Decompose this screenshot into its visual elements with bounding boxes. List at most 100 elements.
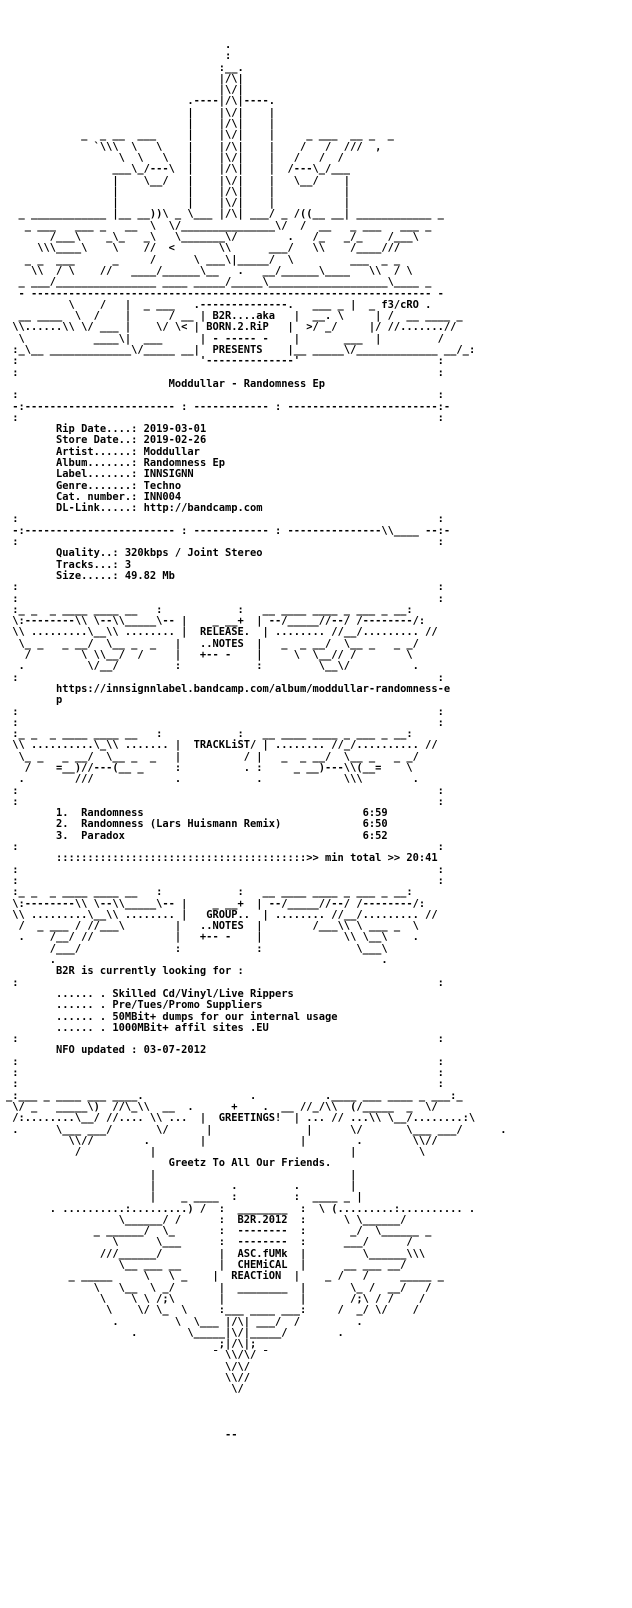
group-item: ...... . 1000MBit+ affil sites .EU (6, 1021, 269, 1034)
quality-value: 49.82 Mb (124, 569, 175, 582)
header-tag-2: BORN.2.RiP (206, 321, 269, 334)
ascii-art-line: . . (6, 954, 388, 967)
track-title: Randomness (81, 807, 144, 820)
ascii-art-line: :_\__ _____________\/_____ __| PRESENTS … (6, 344, 476, 357)
ascii-art-line: . /__/ // | +-- - | \\ \__\ . (6, 931, 419, 944)
ascii-art-line: _ _ ___ _ / \ ___\|_____/ \ ___ _ _ (6, 253, 401, 266)
section-release-2: ..NOTES (199, 637, 244, 650)
ascii-art-line: \ \ \ | |\/| | / / / (6, 151, 344, 164)
ascii-art-line: \__ ___ __ | CHEMiCAL | __ ___ __/ (6, 1259, 407, 1272)
ascii-art-line: | _ ____ : : ____ _ | (6, 1191, 363, 1204)
footer-credit-1: ASC.fUMk (237, 1247, 288, 1260)
release-title-line: Moddullar - Randomness Ep (6, 378, 626, 390)
ascii-art-line: : : (6, 784, 444, 797)
total-value: 20:41 (406, 852, 438, 865)
ascii-art-line: : '--------------' : (6, 355, 444, 368)
ascii-art-line: . /// . . \\\ . (6, 773, 419, 786)
greetz-line: Greetz To All Our Friends. (6, 1158, 626, 1169)
footer-end-line: -- (6, 1428, 626, 1441)
section-group-1: GROUP.. (206, 908, 250, 921)
ascii-art-line: -:------------------------ : -----------… (6, 400, 451, 413)
section-greetings: GREETINGS! (218, 1112, 282, 1125)
group-item-text: 50MBit+ dumps for our internal usage (112, 1010, 338, 1023)
ascii-art-line: : : (6, 366, 444, 379)
ascii-art-line: : : (6, 705, 444, 718)
ascii-art-line: \_ _ _ __/ \__ _ _ | ..NOTES | _ _ __/ \… (6, 637, 419, 650)
info-value: Techno (143, 479, 182, 492)
info-value: 2019-02-26 (143, 434, 207, 447)
ascii-art-line: | |\/| | (6, 106, 275, 119)
section-tracklist: TRACKLiST (193, 739, 250, 752)
track-title: Paradox (81, 829, 125, 842)
ascii-art-line: _ ____________ |__ __))\ _ \___ |/\| ___… (6, 208, 444, 221)
ascii-art-line: \ / | _ ___ .--------------. ___ _ | _ f… (6, 298, 432, 311)
info-label: Album.......: (56, 456, 138, 469)
ascii-art-line: _ ___ ___ _ __ \ \/_______________\/ / _… (6, 219, 432, 232)
info-row: Artist......: Moddullar (6, 445, 626, 458)
url-line: p (6, 695, 626, 706)
ascii-art-line: : : (6, 536, 444, 549)
ascii-art-line: ¯ \\/\/ ¯ (6, 1349, 269, 1362)
ascii-art-line: : : (6, 411, 444, 424)
ascii-art-line: \\\____\ \ // < \\ ___/ \\ /____/// (6, 242, 401, 255)
info-value: Randomness Ep (143, 456, 225, 469)
track-time: 6:59 (362, 807, 388, 820)
track-time: 6:50 (362, 818, 388, 831)
ascii-art-line: \\// . | | . \\// (6, 1134, 438, 1147)
info-label: Artist......: (56, 445, 138, 458)
info-value: http://bandcamp.com (143, 502, 263, 515)
ascii-art-line: : : (6, 841, 444, 854)
ascii-art-line: \ \__ \ _/ | ________ | \_ / __/ / (6, 1281, 432, 1294)
ascii-art-line: / =__)//---(__ _ : . : _ __)---\\(__= \ (6, 762, 413, 774)
ascii-art-line: \\ / \ // ____/______\__ . __/______\___… (6, 264, 413, 277)
ascii-art-line: : : (6, 1033, 444, 1046)
info-row: Rip Date....: 2019-03-01 (6, 423, 626, 435)
ascii-art-line: \\ .........\__\\ ........ | GROUP.. | .… (6, 908, 438, 921)
ascii-art-line: ;|/\|; (6, 1338, 257, 1351)
group-looking-line: B2R is currently looking for : (6, 966, 626, 977)
ascii-art-line: : : (6, 389, 444, 402)
ascii-art-line: \/\/ (6, 1360, 250, 1373)
info-value: INNSIGNN (143, 468, 194, 481)
ascii-art-line (6, 1396, 626, 1407)
quality-row: Quality..: 320kbps / Joint Stereo (6, 548, 626, 559)
nfo-updated-line: NFO updated : 03-07-2012 (6, 1045, 626, 1056)
ascii-art-line: : : (6, 671, 444, 684)
info-row: Cat. number.: INN004 (6, 490, 626, 503)
info-value: INN004 (143, 490, 182, 503)
footer-end: -- (224, 1428, 238, 1441)
release-url[interactable]: https://innsignnlabel.bandcamp.com/album… (56, 682, 451, 695)
ascii-art-line: . (6, 40, 232, 51)
ascii-art-line: ///______/ | ASC.fUMk | \______\\\ (6, 1247, 426, 1260)
ascii-art-line: \/ _ _____\) //\_\\ __ . + . __ //_/\\ (… (6, 1100, 438, 1113)
ascii-art-line: : (6, 50, 232, 63)
track-row: 3. Paradox 6:52 (6, 829, 626, 842)
ascii-art-line: /:........\__/ //.... \\ ... | GREETINGS… (6, 1112, 476, 1125)
ascii-art-line: - --------------------------------------… (6, 287, 444, 300)
ascii-art-line: . \ \___ |/\| ___/ / . (6, 1315, 363, 1328)
footer-credit-3: REACTiON (231, 1270, 282, 1283)
release-url-wrap[interactable]: p (56, 694, 63, 707)
ascii-art-line: :_ _ _ ____ ____ __ : : __ ____ ____ _ _… (6, 728, 413, 741)
ascii-art-line: | . . | (6, 1179, 357, 1192)
ascii-art-line: : : (6, 592, 444, 605)
track-number: 2. (56, 818, 69, 831)
ascii-art-line: :_ _ _ ____ ____ __ : : __ ____ ____ _ _… (6, 603, 413, 616)
ascii-art-line: : : (6, 863, 444, 876)
ascii-art-line: : : (6, 1067, 444, 1080)
track-row: 2. Randomness (Lars Huismann Remix) 6:50 (6, 819, 626, 830)
ascii-art-line: . \___ ___/ \/ | | \/ \___ ___/ . (6, 1123, 507, 1136)
ascii-art-line: \ \___ : -------- : ___/ / (6, 1236, 413, 1249)
nfo-updated-value: 03-07-2012 (143, 1044, 207, 1057)
ascii-art-line: \:--------\\ \--\\_____\-- | _ __+ | --/… (6, 615, 426, 628)
ascii-art-line: __ ____ \ / | / __ | B2R....aka | __. \ … (6, 310, 463, 323)
track-title: Randomness (Lars Huismann Remix) (81, 818, 282, 831)
ascii-art-line: _:___ _ ____ ___ ____. . .____ ___ ____ … (6, 1089, 463, 1102)
info-row: Album.......: Randomness Ep (6, 456, 626, 469)
greetz-text: Greetz To All Our Friends. (168, 1157, 332, 1170)
info-label: Cat. number.: (56, 490, 138, 503)
track-time: 6:52 (362, 829, 388, 842)
info-value: Moddullar (143, 445, 200, 458)
ascii-art-line: \\ ..........\_\\ ....... | TRACKLiST/ |… (6, 739, 438, 752)
ascii-art-line: | |/\| | (6, 118, 275, 131)
